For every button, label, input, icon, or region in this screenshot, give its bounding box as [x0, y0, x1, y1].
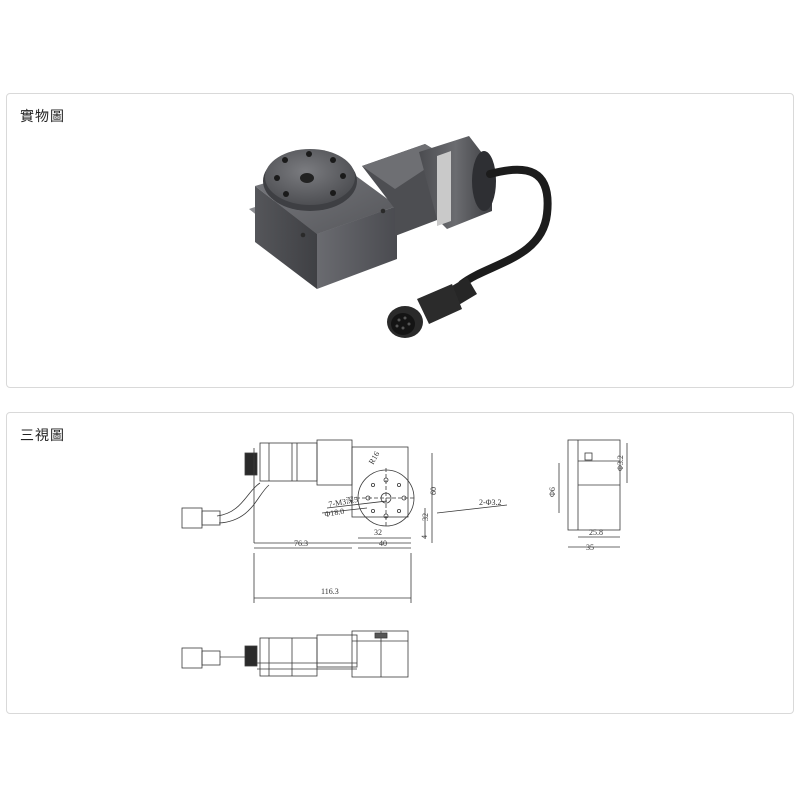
- dim-116: 116.3: [321, 587, 339, 596]
- dim-40: 40: [379, 539, 387, 548]
- side-view: [558, 439, 628, 548]
- bottom-view: [181, 630, 409, 678]
- dim-r16: R16: [367, 450, 381, 466]
- dim-phi32: Φ3.2: [616, 455, 625, 471]
- dim-phi6: Φ6: [548, 487, 557, 497]
- dim-35: 35: [586, 543, 594, 552]
- top-view: [181, 439, 508, 603]
- product-photo-panel: 實物圖: [6, 93, 794, 388]
- dim-76: 76.3: [294, 539, 308, 548]
- dim-60: 60: [429, 487, 438, 495]
- dim-32-side: 32: [421, 513, 430, 521]
- three-view-drawing: R16 7-M3深5 Φ18.0 2-Φ3.2 32 60 4 32 40 76…: [181, 439, 628, 678]
- dim-4: 4: [420, 535, 429, 539]
- technical-drawing-panel: 三視圖: [6, 412, 794, 714]
- dim-25-8: 25.8: [589, 528, 603, 537]
- product-photo: [249, 136, 552, 338]
- dim-pcd: 2-Φ3.2: [479, 498, 502, 507]
- dim-bore: Φ18.0: [324, 507, 345, 519]
- dim-32-bottom: 32: [374, 528, 382, 537]
- panel-title-drawing: 三視圖: [20, 428, 65, 444]
- panel-title-photo: 實物圖: [20, 109, 65, 125]
